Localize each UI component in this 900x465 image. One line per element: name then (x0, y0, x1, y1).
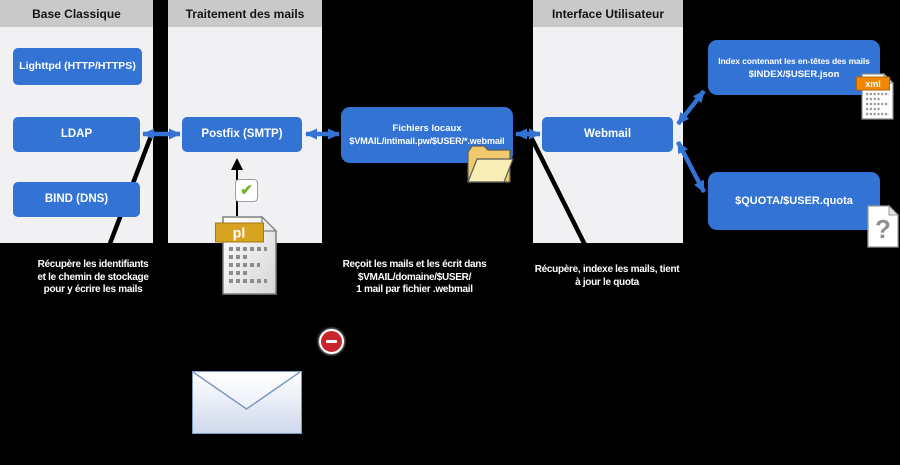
node-label: Postfix (SMTP) (201, 128, 283, 140)
node-index-json: Index contenant les en-têtes des mails $… (708, 40, 880, 95)
note-line: pour y écrire les mails (43, 284, 143, 295)
node-label: Lighttpd (HTTP/HTTPS) (19, 60, 136, 72)
node-ldap: LDAP (13, 117, 140, 152)
group-title: Traitement des mails (168, 0, 322, 27)
node-lighttpd: Lighttpd (HTTP/HTTPS) (13, 48, 142, 85)
envelope-icon (192, 371, 302, 434)
checkmark-glyph: ✔ (240, 182, 253, 199)
question-file-icon: ? (867, 205, 899, 248)
xml-file-icon: xml (856, 73, 895, 120)
note-fichiers: Reçoit les mails et les écrit dans $VMAI… (322, 259, 507, 297)
node-label-line2: $VMAIL/intimail.pw/$USER/*.webmail (349, 136, 505, 146)
group-title: Base Classique (0, 0, 153, 27)
no-entry-icon (319, 329, 344, 354)
perl-file-icon: pl (215, 216, 278, 295)
note-line: Reçoit les mails et les écrit dans (342, 259, 487, 270)
folder-icon (467, 145, 514, 183)
no-entry-bar (326, 339, 337, 344)
note-line: Récupère les identifiants (37, 259, 149, 270)
pl-label: pl (233, 225, 245, 241)
node-label-line1: Index contenant les en-têtes des mails (718, 55, 870, 66)
note-line: $VMAIL/domaine/$USER/ (357, 271, 472, 283)
node-label-line1: Fichiers locaux (392, 123, 462, 134)
node-label: Webmail (583, 128, 632, 140)
node-label: $QUOTA/$USER.quota (735, 194, 853, 207)
node-label: BIND (DNS) (44, 193, 109, 205)
note-line: et le chemin de stockage (37, 271, 149, 283)
group-title: Interface Utilisateur (533, 0, 683, 27)
note-line: à jour le quota (575, 276, 639, 288)
question-glyph: ? (875, 214, 891, 244)
node-label-line2: $INDEX/$USER.json (748, 68, 840, 80)
node-webmail: Webmail (542, 117, 673, 152)
note-line: 1 mail par fichier .webmail (356, 284, 473, 295)
node-quota-file: $QUOTA/$USER.quota (708, 172, 880, 230)
node-bind-dns: BIND (DNS) (13, 182, 140, 217)
xml-label: xml (865, 79, 881, 89)
note-ldap: Récupère les identifiants et le chemin d… (10, 259, 176, 297)
note-webmail: Récupère, indexe les mails, tient à jour… (512, 264, 702, 289)
checkmark-icon: ✔ (235, 179, 258, 202)
node-postfix-smtp: Postfix (SMTP) (182, 117, 302, 152)
node-label: LDAP (60, 128, 93, 140)
note-line: Récupère, indexe les mails, tient (534, 264, 680, 275)
